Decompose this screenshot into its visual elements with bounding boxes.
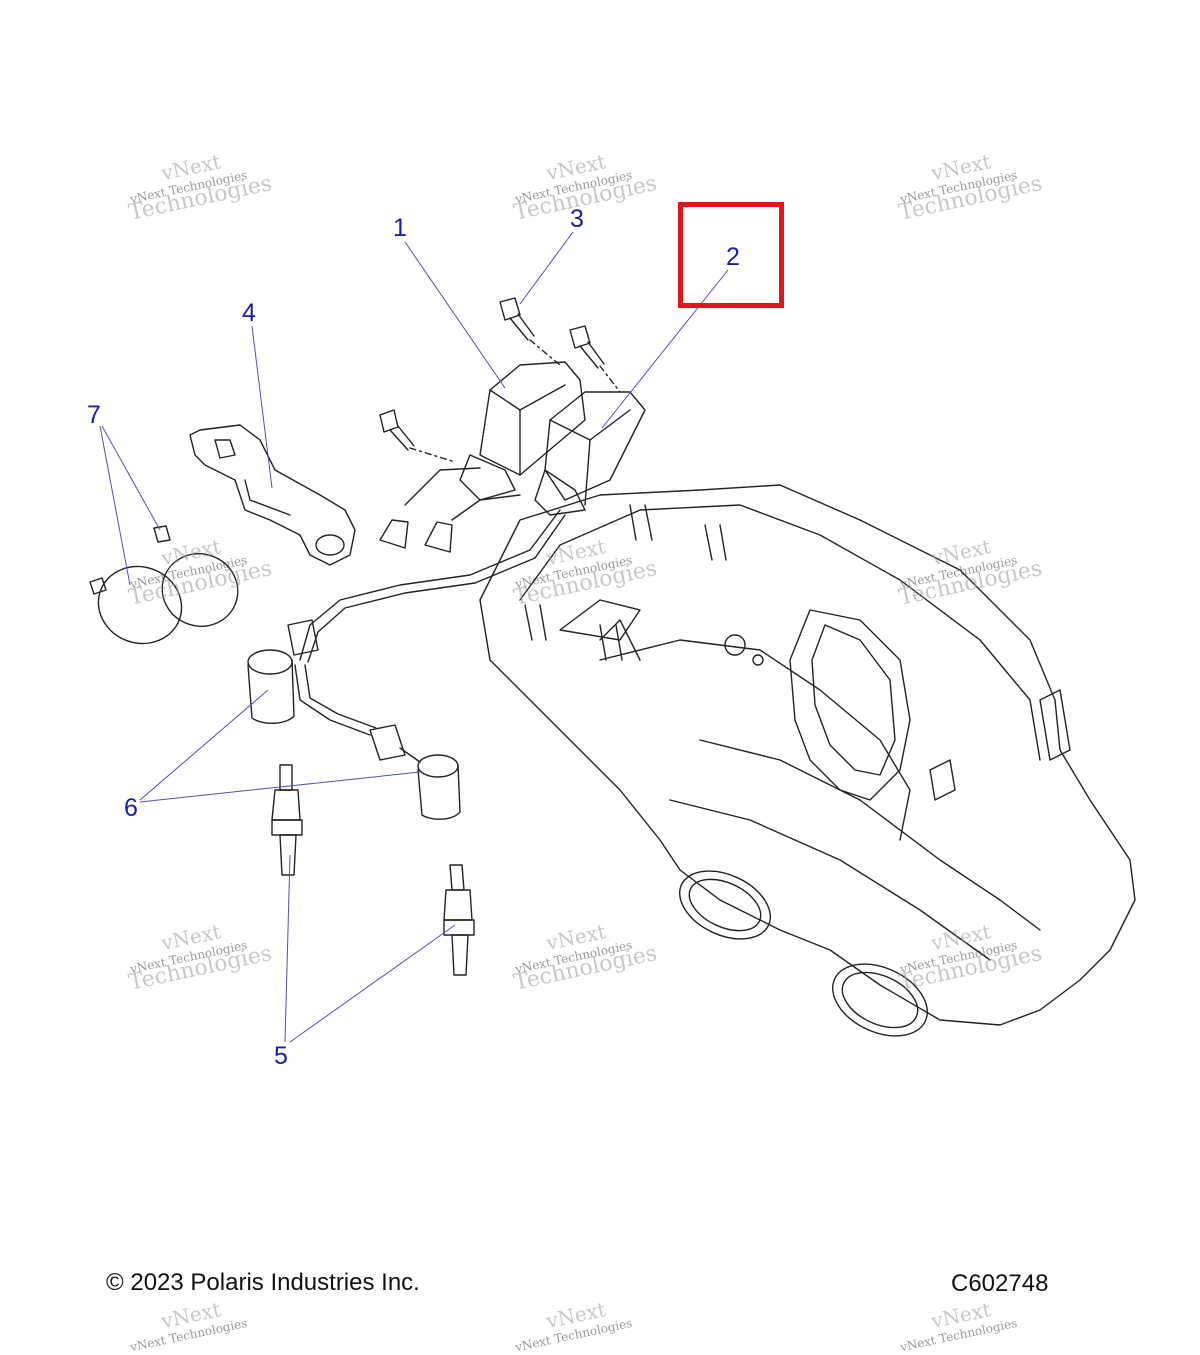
- leader-1: [404, 241, 506, 389]
- leader-6a: [139, 689, 269, 801]
- leader-7a: [99, 425, 131, 586]
- engine-airbox-housing: [479, 484, 1136, 1037]
- ignition-coil-1: [459, 361, 586, 501]
- leader-3: [519, 231, 574, 305]
- callout-3[interactable]: 3: [570, 205, 584, 233]
- figure-code: C602748: [951, 1270, 1049, 1297]
- leader-2: [601, 269, 729, 429]
- leader-lines: [99, 231, 729, 1043]
- leader-5b: [289, 924, 456, 1043]
- coil-bracket: [189, 424, 356, 566]
- highlight-box: [678, 202, 784, 308]
- leader-4: [251, 325, 273, 489]
- spark-plugs: [271, 764, 475, 976]
- callout-5[interactable]: 5: [274, 1042, 288, 1070]
- leader-5a: [284, 854, 291, 1043]
- copyright-text: © 2023 Polaris Industries Inc.: [106, 1269, 420, 1296]
- callout-7[interactable]: 7: [87, 401, 101, 429]
- spark-plug-caps: [247, 649, 461, 820]
- callout-6[interactable]: 6: [124, 794, 138, 822]
- leader-7b: [101, 425, 161, 531]
- mounting-bolts: [379, 297, 621, 463]
- callout-2[interactable]: 2: [726, 243, 740, 271]
- leader-6b: [139, 771, 421, 803]
- zip-ties: [89, 525, 239, 645]
- ignition-coil-2: [534, 391, 646, 516]
- wiring-harness: [287, 467, 566, 761]
- callout-1[interactable]: 1: [393, 214, 407, 242]
- callout-4[interactable]: 4: [242, 299, 256, 327]
